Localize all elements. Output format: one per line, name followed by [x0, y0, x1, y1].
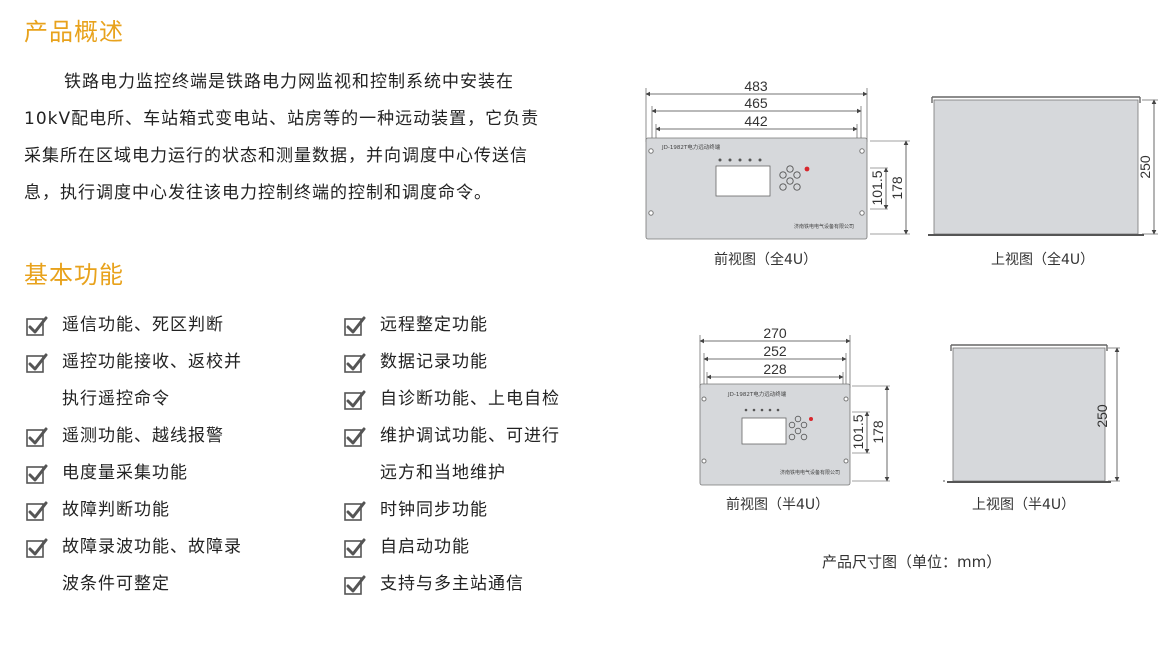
function-label: 遥控功能接收、返校并	[62, 352, 242, 372]
function-label: 支持与多主站通信	[380, 574, 524, 594]
function-item: 自启动功能	[344, 529, 604, 566]
function-item: 遥信功能、死区判断	[26, 307, 286, 344]
checkbox-checked-icon	[344, 501, 366, 521]
lcd-screen	[741, 417, 787, 445]
function-item: 维护调试功能、可进行远方和当地维护	[344, 418, 604, 492]
top-view-half-caption: 上视图（半4U）	[972, 497, 1076, 513]
panel-title: JD-1982T电力远动终端	[727, 390, 787, 398]
function-item: 远程整定功能	[344, 307, 604, 344]
lcd-screen	[715, 165, 771, 197]
function-label: 自诊断功能、上电自检	[380, 389, 560, 409]
front-view-half-caption: 前视图（半4U）	[726, 497, 830, 513]
function-label: 波条件可整定	[62, 574, 170, 594]
overview-title: 产品概述	[24, 18, 124, 46]
function-item: 时钟同步功能	[344, 492, 604, 529]
dim-252: 252	[763, 343, 787, 359]
dim-442: 442	[744, 113, 768, 129]
checkbox-checked-icon	[26, 464, 48, 484]
checkbox-checked-icon	[26, 501, 48, 521]
overview-line: 铁路电力监控终端是铁路电力网监视和控制系统中安装在	[64, 72, 514, 92]
function-item: 遥测功能、越线报警	[26, 418, 286, 455]
maker-label: 济南铁电电气设备有限公司	[780, 469, 840, 476]
overview-line: 采集所在区域电力运行的状态和测量数据，并向调度中心传送信	[24, 146, 528, 166]
functions-right-list: 远程整定功能数据记录功能自诊断功能、上电自检维护调试功能、可进行远方和当地维护时…	[344, 307, 604, 603]
checkbox-checked-icon	[26, 427, 48, 447]
dim-250: 250	[1137, 155, 1153, 179]
functions-title: 基本功能	[24, 261, 124, 289]
dim-101-5: 101.5	[850, 414, 866, 449]
dim-228: 228	[763, 361, 787, 377]
front-view-full-drawing: 483 465 442 JD-1982T电力远动终端 济南铁电电气设备有限公司 …	[645, 78, 910, 240]
function-label: 电度量采集功能	[62, 463, 188, 483]
function-item: 故障录波功能、故障录波条件可整定	[26, 529, 286, 603]
function-item: 数据记录功能	[344, 344, 604, 381]
top-view-half-drawing: 250	[943, 344, 1120, 483]
function-item: 遥控功能接收、返校并执行遥控命令	[26, 344, 286, 418]
checkbox-checked-icon	[26, 316, 48, 336]
top-view-full-caption: 上视图（全4U）	[991, 252, 1095, 268]
function-label: 自启动功能	[380, 537, 470, 557]
front-view-full-caption: 前视图（全4U）	[714, 252, 818, 268]
dim-250: 250	[1094, 404, 1110, 428]
overview-paragraph: 铁路电力监控终端是铁路电力网监视和控制系统中安装在 10kV配电所、车站箱式变电…	[24, 64, 584, 212]
function-label: 维护调试功能、可进行	[380, 426, 560, 446]
function-item: 故障判断功能	[26, 492, 286, 529]
dim-483: 483	[744, 78, 768, 94]
maker-label: 济南铁电电气设备有限公司	[794, 223, 854, 230]
checkbox-checked-icon	[26, 353, 48, 373]
dimension-caption: 产品尺寸图（单位：mm）	[822, 553, 1002, 571]
functions-left-list: 遥信功能、死区判断遥控功能接收、返校并执行遥控命令遥测功能、越线报警电度量采集功…	[26, 307, 286, 603]
function-label: 远程整定功能	[380, 315, 488, 335]
top-view-full-drawing: 250	[928, 96, 1158, 236]
overview-line: 息，执行调度中心发往该电力控制终端的控制和调度命令。	[24, 183, 492, 203]
function-label: 数据记录功能	[380, 352, 488, 372]
checkbox-checked-icon	[344, 575, 366, 595]
dim-270: 270	[763, 325, 787, 341]
function-label: 遥测功能、越线报警	[62, 426, 224, 446]
function-label: 故障判断功能	[62, 500, 170, 520]
function-item: 电度量采集功能	[26, 455, 286, 492]
function-item: 支持与多主站通信	[344, 566, 604, 603]
function-label: 远方和当地维护	[380, 463, 506, 483]
checkbox-checked-icon	[344, 390, 366, 410]
front-view-half-drawing: 270 252 228 JD-1982T电力远动终端 济南铁电电气设备有限公司 …	[699, 325, 890, 486]
overview-line: 10kV配电所、车站箱式变电站、站房等的一种远动装置，它负责	[24, 109, 540, 129]
function-label: 遥信功能、死区判断	[62, 315, 224, 335]
panel-title: JD-1982T电力远动终端	[661, 143, 721, 151]
checkbox-checked-icon	[344, 316, 366, 336]
function-label: 时钟同步功能	[380, 500, 488, 520]
function-label: 执行遥控命令	[62, 389, 170, 409]
dim-178: 178	[870, 420, 886, 444]
dim-465: 465	[744, 95, 768, 111]
function-label: 故障录波功能、故障录	[62, 537, 242, 557]
top-panel	[952, 347, 1106, 482]
checkbox-checked-icon	[344, 427, 366, 447]
checkbox-checked-icon	[344, 353, 366, 373]
dim-178: 178	[889, 176, 905, 200]
checkbox-checked-icon	[344, 538, 366, 558]
top-panel	[933, 99, 1139, 235]
dim-101-5: 101.5	[869, 170, 885, 205]
function-item: 自诊断功能、上电自检	[344, 381, 604, 418]
checkbox-checked-icon	[26, 538, 48, 558]
